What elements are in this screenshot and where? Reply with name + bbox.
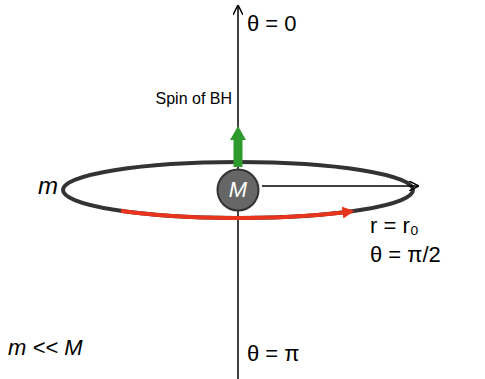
mass-label: M [216,168,260,212]
black-hole-circle: M [216,168,260,212]
spin-arrow [234,136,243,167]
spin-label: Spin of BH [156,90,232,108]
radius-label: r = r₀ [370,214,419,238]
angle-label: θ = 0 [247,12,297,36]
note-label: m << M [8,336,83,360]
mass-label: m [38,173,58,199]
angle-label: θ = π/2 [370,243,441,267]
angle-label: θ = π [247,342,300,366]
orbit-ellipse [63,162,413,218]
orbit-direction-arrow [121,211,351,218]
radius-arrow [262,185,418,187]
